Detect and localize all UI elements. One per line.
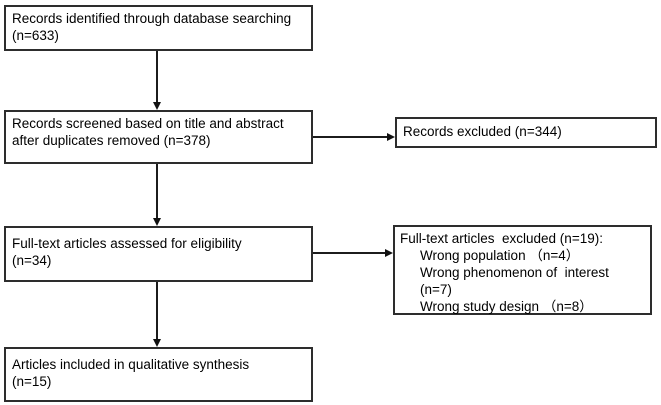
arrow-down-icon bbox=[152, 102, 161, 110]
box-fulltext-excluded-reason-population: Wrong population （n=4） bbox=[420, 248, 580, 263]
box-articles-included-text-line2: (n=15) bbox=[12, 373, 52, 389]
arrow-assessed-to-included-line bbox=[156, 282, 158, 339]
arrow-screened-to-excluded-line bbox=[313, 136, 387, 138]
box-fulltext-excluded-reason-phenomenon: Wrong phenomenon of interest (n=7) bbox=[420, 265, 613, 297]
box-records-excluded: Records excluded (n=344) bbox=[395, 117, 657, 148]
box-fulltext-excluded-heading: Full-text articles excluded (n=19): bbox=[400, 231, 603, 246]
box-fulltext-assessed: Full-text articles assessed for eligibil… bbox=[4, 226, 313, 282]
box-articles-included: Articles included in qualitative synthes… bbox=[4, 347, 313, 402]
box-records-identified-text-line1: Records identified through database sear… bbox=[12, 11, 292, 26]
box-records-identified-text-line2: (n=633) bbox=[12, 27, 59, 43]
box-fulltext-assessed-text-line2: (n=34) bbox=[12, 252, 52, 268]
arrow-down-icon bbox=[152, 339, 161, 347]
arrow-right-icon bbox=[387, 132, 395, 141]
arrow-screened-to-assessed-line bbox=[156, 164, 158, 218]
box-fulltext-assessed-text-line1: Full-text articles assessed for eligibil… bbox=[12, 236, 242, 251]
box-records-screened-text-line1: Records screened based on title and abst… bbox=[12, 116, 284, 131]
arrow-assessed-to-excluded-line bbox=[313, 252, 385, 254]
box-records-excluded-text: Records excluded (n=344) bbox=[403, 124, 562, 139]
box-fulltext-excluded-reason-design: Wrong study design （n=8） bbox=[420, 299, 593, 314]
box-fulltext-excluded: Full-text articles excluded (n=19): Wron… bbox=[393, 225, 652, 315]
box-records-identified: Records identified through database sear… bbox=[4, 5, 313, 51]
box-records-screened: Records screened based on title and abst… bbox=[4, 110, 313, 164]
arrow-down-icon bbox=[152, 218, 161, 226]
arrow-identified-to-screened-line bbox=[156, 51, 158, 102]
box-articles-included-text-line1: Articles included in qualitative synthes… bbox=[12, 357, 250, 372]
arrow-right-icon bbox=[385, 248, 393, 257]
box-records-screened-text-line2: after duplicates removed (n=378) bbox=[12, 132, 211, 148]
